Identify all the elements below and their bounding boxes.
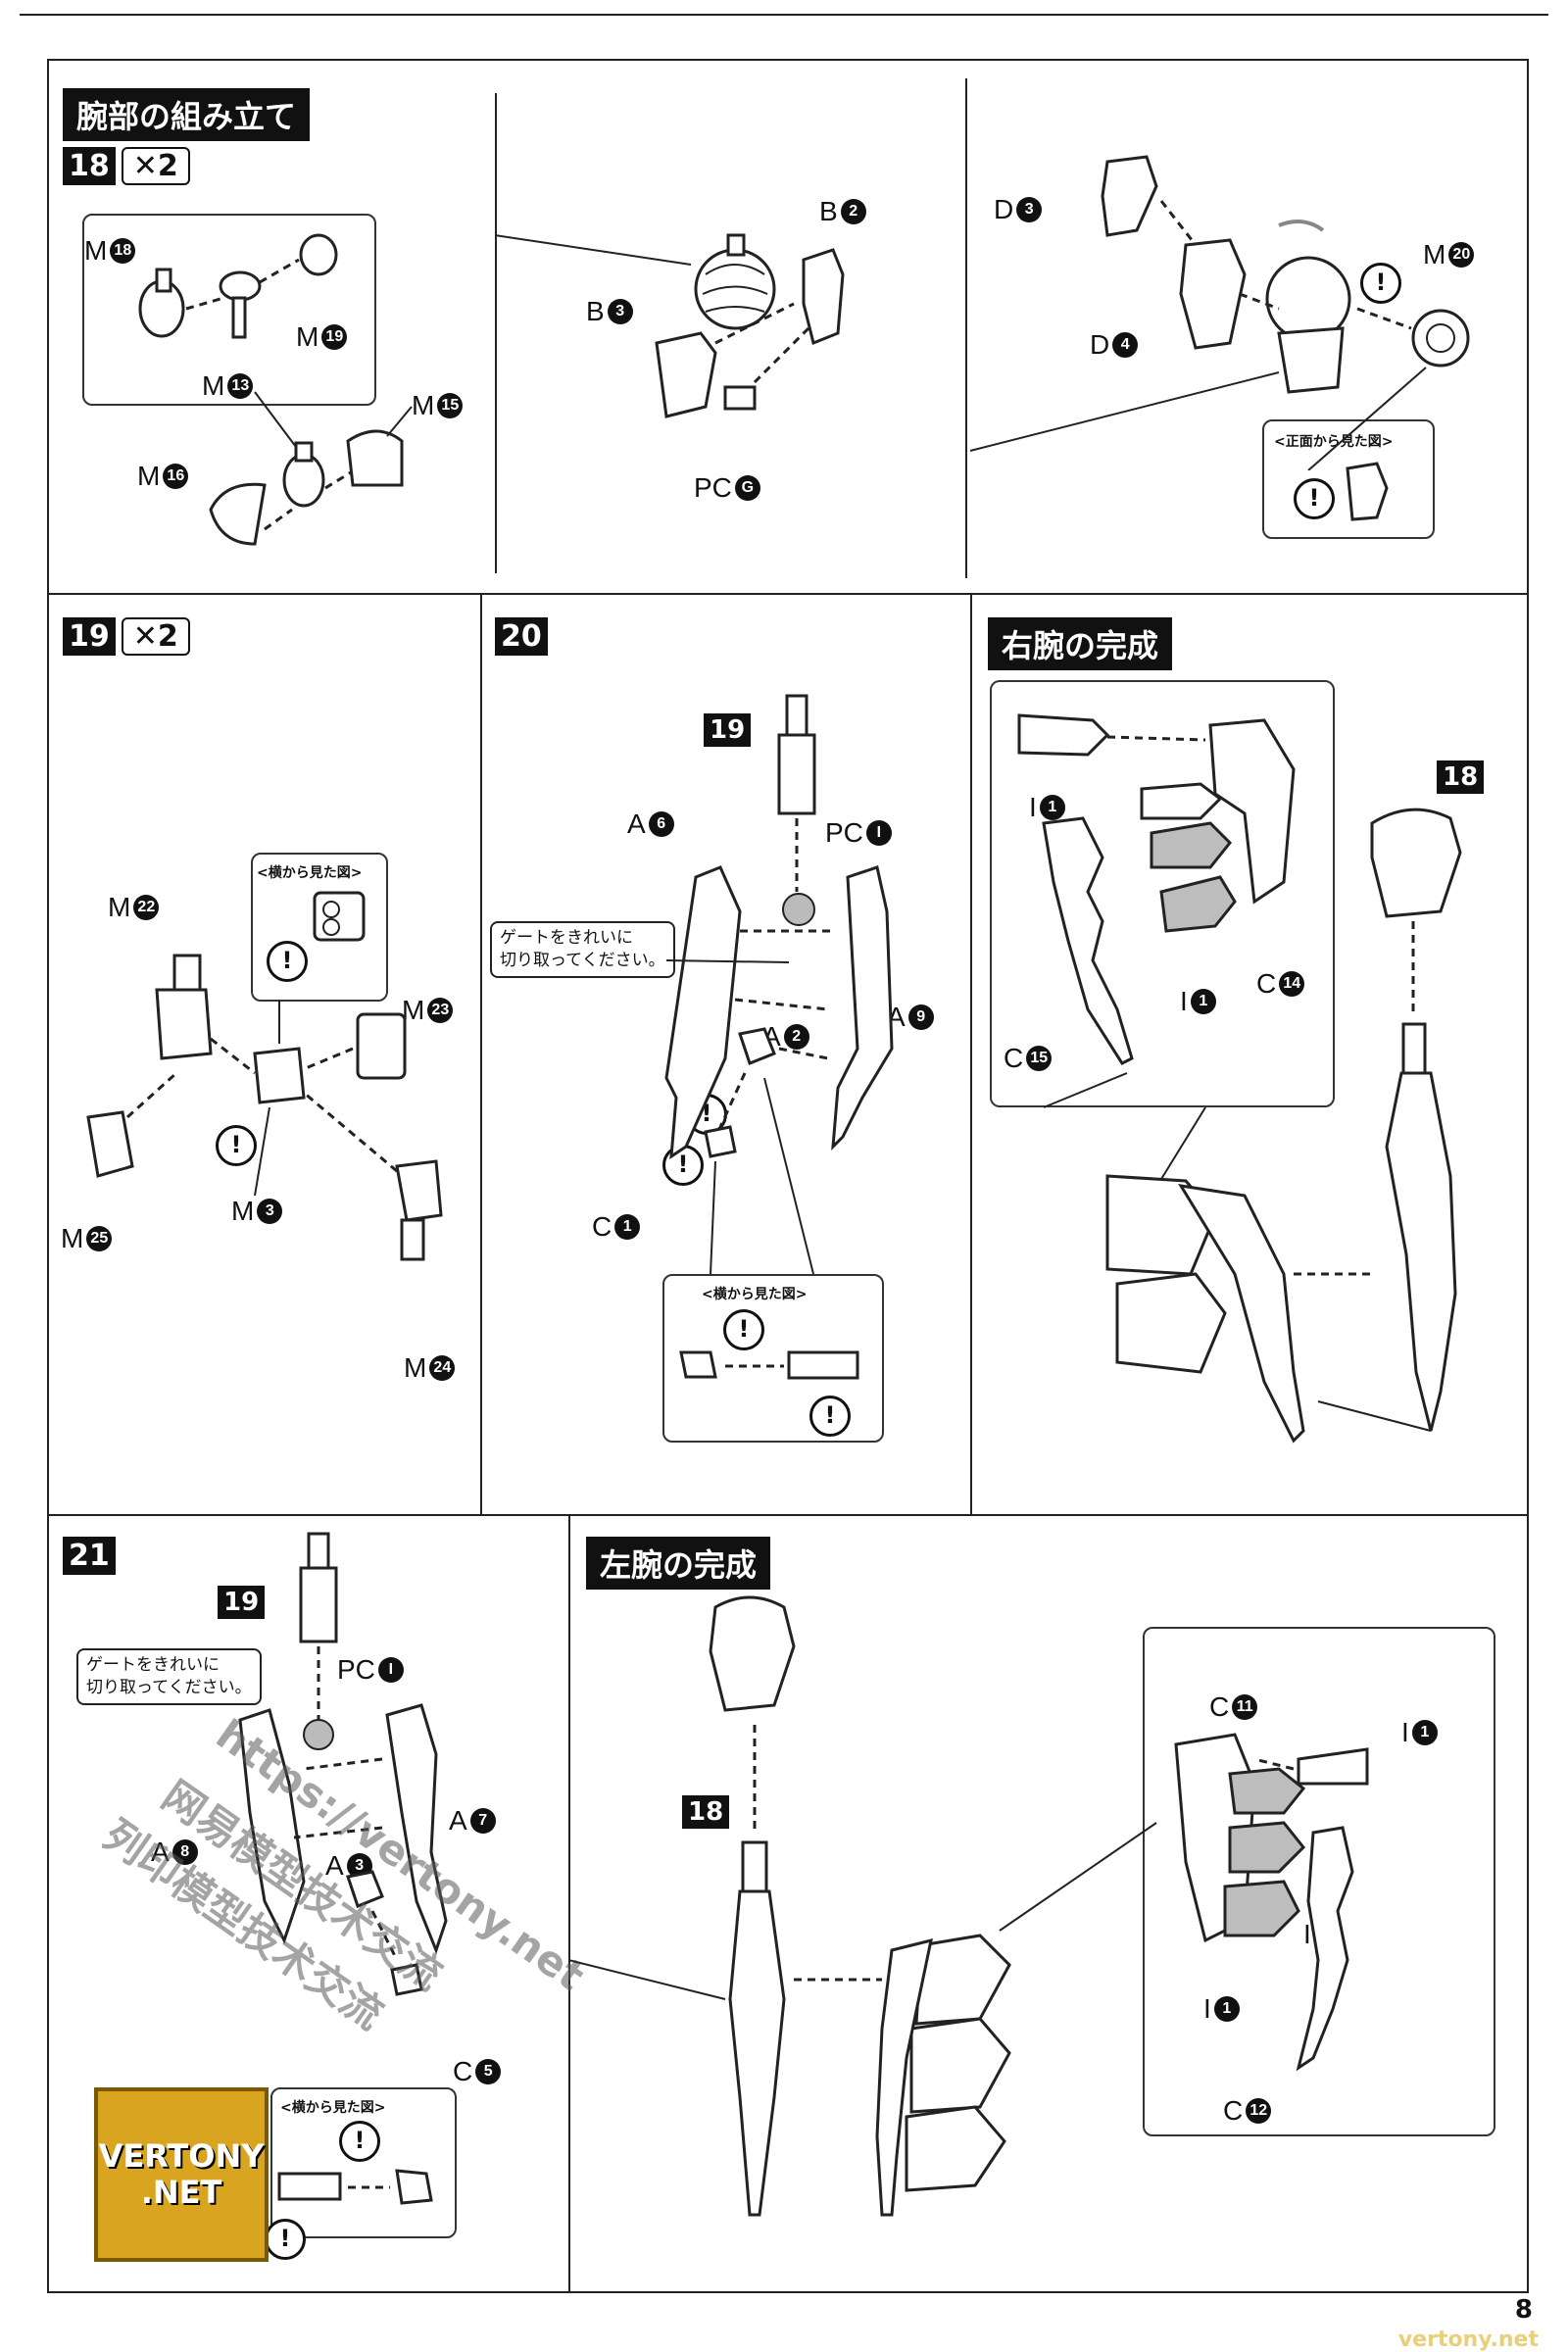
step18-arm-drawing — [969, 155, 1470, 470]
row-divider-1 — [47, 593, 1529, 595]
caution-icon: ! — [1360, 263, 1401, 304]
page-frame — [47, 59, 1529, 2293]
gate-note-line2: 切り取ってください。 — [86, 1677, 252, 1697]
step-18: 18 ✕2 — [63, 147, 190, 185]
logo-line2: .NET — [140, 2174, 222, 2211]
caution-icon: ! — [662, 1145, 704, 1186]
section-title-right-arm-complete: 右腕の完成 — [988, 617, 1173, 670]
col-divider-p7 — [568, 1514, 570, 2293]
step18-parts-drawing — [138, 233, 413, 546]
ref-step-18: 18 — [682, 1795, 730, 1829]
side-view-parts — [277, 2169, 433, 2205]
step18-shoulder-drawing — [495, 233, 845, 418]
section-title-left-arm-complete: 左腕の完成 — [586, 1537, 771, 1590]
side-view-inset — [270, 2087, 457, 2238]
col-divider-p5 — [970, 593, 972, 1514]
gate-note-line1: ゲートをきれいに — [500, 928, 633, 948]
page-number: 8 — [1514, 2295, 1533, 2325]
step-number: 19 — [63, 617, 116, 656]
right-arm-complete-drawing — [1017, 713, 1462, 1444]
step21-forearm-drawing — [238, 1532, 448, 1996]
side-view-caption: <横から見た図> — [280, 2100, 386, 2116]
side-view-parts — [679, 1350, 859, 1380]
caution-icon: ! — [267, 941, 308, 982]
front-view-caption: <正面から見た図> — [1274, 434, 1394, 450]
caution-icon: ! — [339, 2121, 380, 2162]
logo-line1: VERTONY — [98, 2137, 265, 2176]
top-rule — [20, 14, 1548, 16]
step-21: 21 — [63, 1537, 116, 1575]
row-divider-2 — [47, 1514, 1529, 1516]
gate-note: ゲートをきれいに 切り取ってください。 — [76, 1648, 262, 1705]
ref-step-18: 18 — [1437, 760, 1485, 794]
caution-icon: ! — [723, 1309, 764, 1350]
left-arm-complete-drawing — [568, 1595, 1369, 2217]
gate-note-line1: ゲートをきれいに — [86, 1655, 220, 1675]
step20-forearm-drawing — [664, 694, 894, 1275]
site-watermark: vertony.net — [1397, 2328, 1539, 2352]
front-view-part — [1346, 462, 1389, 521]
caution-icon: ! — [265, 2219, 306, 2260]
col-divider-p2 — [965, 78, 967, 578]
vertony-logo: VERTONY .NET — [94, 2087, 269, 2262]
gate-note-line2: 切り取ってください。 — [500, 950, 665, 970]
step-multiplier: ✕2 — [121, 617, 190, 656]
step19-elbow-drawing — [86, 954, 443, 1261]
step-number: 21 — [63, 1537, 116, 1575]
caution-icon: ! — [1294, 478, 1335, 519]
caution-icon: ! — [809, 1396, 851, 1437]
side-view-caption: <横から見た図> — [702, 1287, 808, 1302]
step-multiplier: ✕2 — [121, 147, 190, 185]
section-title-arm-assembly: 腕部の組み立て — [63, 88, 311, 141]
step-19: 19 ✕2 — [63, 617, 190, 656]
ref-step-19: 19 — [704, 713, 752, 747]
side-view-caption: <横から見た図> — [257, 865, 363, 881]
col-divider-p1 — [495, 93, 497, 573]
side-view-part — [313, 891, 366, 942]
step-number: 20 — [495, 617, 548, 656]
col-divider-p4 — [480, 593, 482, 1514]
caution-icon: ! — [216, 1125, 257, 1166]
ref-step-19: 19 — [218, 1586, 266, 1619]
step-20: 20 — [495, 617, 548, 656]
gate-note: ゲートをきれいに 切り取ってください。 — [490, 921, 675, 978]
step-number: 18 — [63, 147, 116, 185]
